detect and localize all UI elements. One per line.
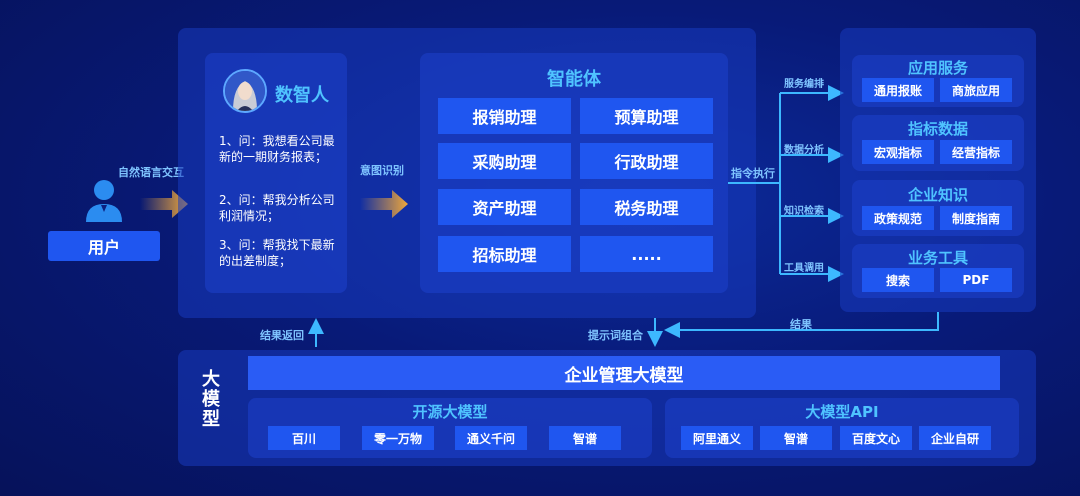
digital-human-avatar	[223, 69, 267, 113]
agent-tender[interactable]: 招标助理	[438, 236, 571, 272]
service-tools-item-2[interactable]: PDF	[940, 268, 1012, 292]
digital-human-title: 数智人	[275, 85, 329, 106]
agent-budget[interactable]: 预算助理	[580, 98, 713, 134]
big-model-banner: 企业管理大模型	[248, 356, 1000, 390]
agent-admin[interactable]: 行政助理	[580, 143, 713, 179]
service-knowledge-item-2[interactable]: 制度指南	[940, 206, 1012, 230]
question-1: 1、问：我想看公司最新的一期财务报表；	[219, 134, 335, 164]
result-return-label: 结果返回	[260, 329, 304, 342]
interaction-label: 自然语言交互	[118, 166, 184, 179]
open-model-01[interactable]: 零一万物	[362, 426, 434, 450]
service-app-item-2[interactable]: 商旅应用	[940, 78, 1012, 102]
service-metrics-item-2[interactable]: 经营指标	[940, 140, 1012, 164]
open-model-baichuan[interactable]: 百川	[268, 426, 340, 450]
service-metrics-item-1[interactable]: 宏观指标	[862, 140, 934, 164]
service-knowledge-item-1[interactable]: 政策规范	[862, 206, 934, 230]
branch-label-orchestration: 服务编排	[784, 79, 824, 90]
agent-more[interactable]: .....	[580, 236, 713, 272]
agent-tax[interactable]: 税务助理	[580, 189, 713, 225]
question-2: 2、问：帮我分析公司利润情况；	[219, 193, 335, 223]
service-app-item-1[interactable]: 通用报账	[862, 78, 934, 102]
open-model-zhipu[interactable]: 智谱	[549, 426, 621, 450]
branch-label-analysis: 数据分析	[784, 145, 824, 156]
question-3: 3、问：帮我找下最新的出差制度；	[219, 238, 335, 268]
open-source-title: 开源大模型	[412, 403, 488, 421]
user-label: 用户	[48, 231, 160, 261]
service-app-title: 应用服务	[907, 59, 968, 77]
service-metrics-title: 指标数据	[907, 120, 968, 138]
big-model-side-label: 大模型	[202, 369, 220, 430]
prompt-label: 提示词组合	[588, 329, 643, 342]
agent-purchase[interactable]: 采购助理	[438, 143, 571, 179]
agent-asset[interactable]: 资产助理	[438, 189, 571, 225]
api-model-ali[interactable]: 阿里通义	[681, 426, 753, 450]
service-tools-item-1[interactable]: 搜索	[862, 268, 934, 292]
branch-label-retrieval: 知识检索	[784, 206, 824, 217]
agent-reimburse[interactable]: 报销助理	[438, 98, 571, 134]
branch-label-tools: 工具调用	[784, 263, 824, 274]
open-model-qwen[interactable]: 通义千问	[455, 426, 527, 450]
api-model-baidu[interactable]: 百度文心	[840, 426, 912, 450]
agents-title: 智能体	[547, 69, 601, 90]
exec-label: 指令执行	[731, 167, 775, 180]
intent-label: 意图识别	[360, 164, 404, 177]
service-knowledge-title: 企业知识	[907, 186, 968, 204]
api-model-zhipu[interactable]: 智谱	[760, 426, 832, 450]
api-title: 大模型API	[805, 403, 879, 421]
user-avatar-icon	[84, 178, 124, 224]
arrow-icon	[140, 186, 190, 222]
digital-human-card: 数智人 1、问：我想看公司最新的一期财务报表； 2、问：帮我分析公司利润情况； …	[205, 53, 347, 293]
arrow-icon	[360, 186, 410, 222]
result-label: 结果	[790, 318, 812, 331]
api-model-inhouse[interactable]: 企业自研	[919, 426, 991, 450]
service-tools-title: 业务工具	[907, 249, 968, 267]
